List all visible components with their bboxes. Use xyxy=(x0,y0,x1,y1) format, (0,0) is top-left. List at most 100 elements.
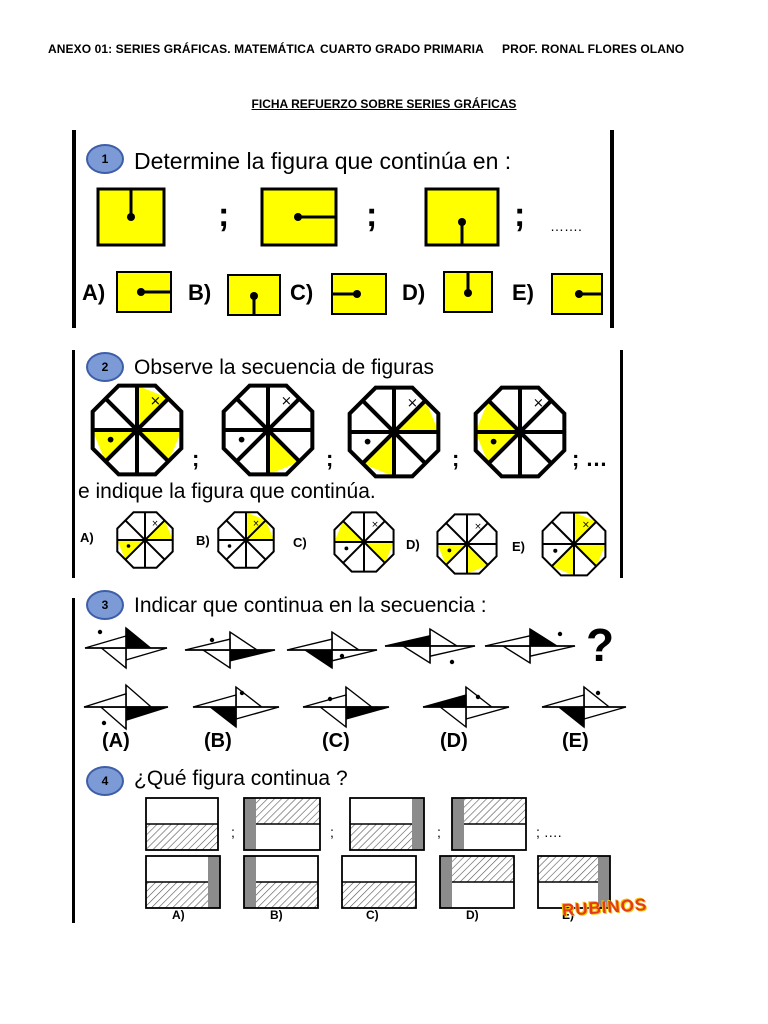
q1-separator-1: ; xyxy=(218,196,230,234)
svg-text:×: × xyxy=(253,518,260,528)
q4-option-a-label[interactable]: A) xyxy=(172,908,185,922)
q3-sequence-figure-3 xyxy=(286,630,378,670)
question-2-prompt: Observe la secuencia de figuras xyxy=(134,356,434,379)
q3-option-d-label[interactable]: (D) xyxy=(440,730,468,752)
q2-sequence-figure-2: × xyxy=(221,383,315,477)
frame-left-q2 xyxy=(72,350,75,578)
q1-ellipsis: ……. xyxy=(550,218,582,234)
q4-option-b-figure[interactable] xyxy=(243,855,319,909)
q4-sequence-figure-3 xyxy=(349,797,425,851)
q1-option-d-figure[interactable] xyxy=(443,271,493,313)
q2-option-d-label[interactable]: D) xyxy=(406,537,420,552)
svg-text:×: × xyxy=(582,520,590,531)
svg-text:×: × xyxy=(281,394,292,409)
q1-option-e-label[interactable]: E) xyxy=(512,280,534,305)
q3-question-mark: ? xyxy=(586,619,615,671)
q4-option-b-label[interactable]: B) xyxy=(270,908,283,922)
frame-left-q34 xyxy=(72,598,75,923)
question-number-4: 4 xyxy=(86,766,124,796)
q3-option-b-label[interactable]: (B) xyxy=(204,730,232,752)
question-2-figures: × × × × × × × × × xyxy=(90,383,607,577)
frame-right-q1 xyxy=(610,130,614,328)
q3-sequence-figure-4 xyxy=(384,627,476,665)
q2-option-a-label[interactable]: A) xyxy=(80,530,94,545)
q4-separator-2: ; xyxy=(330,824,334,840)
q1-sequence-figure-3 xyxy=(424,187,500,247)
question-number-1: 1 xyxy=(86,144,124,174)
q3-option-b-figure[interactable] xyxy=(192,685,280,729)
question-1-prompt: Determine la figura que continúa en : xyxy=(134,148,512,174)
frame-right-q2 xyxy=(620,350,623,578)
q1-separator-2: ; xyxy=(366,196,378,234)
q3-option-e-figure[interactable] xyxy=(541,685,627,729)
q3-option-d-figure[interactable] xyxy=(422,685,510,729)
q3-option-a-figure[interactable] xyxy=(83,683,169,731)
question-2-prompt-2: e indique la figura que continúa. xyxy=(78,480,376,503)
q4-option-d-figure[interactable] xyxy=(439,855,515,909)
q4-option-e-label[interactable]: E) xyxy=(562,908,574,922)
header-teacher: PROF. RONAL FLORES OLANO xyxy=(502,42,685,56)
q1-option-a-figure[interactable] xyxy=(116,271,172,313)
q4-option-c-figure[interactable] xyxy=(341,855,417,909)
q4-separator-3: ; xyxy=(437,824,441,840)
q2-separator-2: ; xyxy=(326,446,334,471)
svg-text:×: × xyxy=(152,518,159,528)
question-3-prompt: Indicar que continua en la secuencia : xyxy=(134,594,487,617)
q4-sequence-figure-1 xyxy=(145,797,219,851)
header-annex: ANEXO 01: SERIES GRÁFICAS. MATEMÁTICA xyxy=(48,42,315,56)
question-1-figures xyxy=(96,187,603,316)
q1-option-c-label[interactable]: C) xyxy=(290,280,314,305)
question-3-figures xyxy=(83,626,627,731)
question-number-2: 2 xyxy=(86,352,124,382)
svg-text:×: × xyxy=(533,396,544,411)
q3-sequence-figure-2 xyxy=(184,630,276,670)
q3-option-c-label[interactable]: (C) xyxy=(322,730,350,752)
q2-sequence-figure-1: × xyxy=(90,383,184,477)
q2-sequence-figure-3: × xyxy=(347,385,441,479)
svg-text:×: × xyxy=(407,396,418,411)
q2-sequence-end: ; … xyxy=(572,446,608,471)
q2-option-e-figure[interactable]: × xyxy=(541,511,607,577)
q1-separator-3: ; xyxy=(514,196,526,234)
q2-sequence-figure-4: × xyxy=(473,385,567,479)
q2-option-c-label[interactable]: C) xyxy=(293,535,307,550)
question-number-3: 3 xyxy=(86,590,124,620)
q3-option-a-label[interactable]: (A) xyxy=(102,730,130,752)
q1-option-e-figure[interactable] xyxy=(551,273,603,315)
q3-sequence-figure-5 xyxy=(484,627,576,665)
q4-separator-1: ; xyxy=(231,824,235,840)
q4-sequence-figure-2 xyxy=(243,797,321,851)
q3-option-c-figure[interactable] xyxy=(302,685,390,729)
q2-option-e-label[interactable]: E) xyxy=(512,539,525,554)
q1-option-a-label[interactable]: A) xyxy=(82,280,106,305)
q3-option-e-label[interactable]: (E) xyxy=(562,730,589,752)
q1-sequence-figure-1 xyxy=(96,187,166,247)
q2-option-b-label[interactable]: B) xyxy=(196,533,210,548)
q2-separator-1: ; xyxy=(192,446,200,471)
q4-sequence-end: ; …. xyxy=(536,824,562,840)
question-4-figures xyxy=(145,797,611,909)
q2-option-c-figure[interactable]: × xyxy=(333,511,395,573)
svg-text:×: × xyxy=(371,520,379,530)
q1-sequence-figure-2 xyxy=(260,187,338,247)
q4-sequence-figure-4 xyxy=(451,797,527,851)
q3-sequence-figure-1 xyxy=(84,626,168,670)
q4-option-d-label[interactable]: D) xyxy=(466,908,479,922)
q1-option-b-label[interactable]: B) xyxy=(188,280,212,305)
svg-text:×: × xyxy=(150,394,161,409)
question-4-prompt: ¿Qué figura continua ? xyxy=(134,767,348,790)
frame-left-q1 xyxy=(72,130,76,328)
q4-option-c-label[interactable]: C) xyxy=(366,908,379,922)
q2-option-a-figure[interactable]: × xyxy=(116,511,174,569)
q1-option-d-label[interactable]: D) xyxy=(402,280,426,305)
svg-text:×: × xyxy=(474,522,482,532)
q2-option-b-figure[interactable]: × xyxy=(217,511,275,569)
q2-separator-3: ; xyxy=(452,446,460,471)
q1-option-b-figure[interactable] xyxy=(227,274,281,316)
q2-option-d-figure[interactable]: × xyxy=(436,513,498,575)
header-grade: CUARTO GRADO PRIMARIA xyxy=(320,42,484,56)
q4-option-e-figure[interactable] xyxy=(537,855,611,909)
q1-option-c-figure[interactable] xyxy=(331,273,387,315)
sheet-title: FICHA REFUERZO SOBRE SERIES GRÁFICAS xyxy=(251,97,517,111)
q4-option-a-figure[interactable] xyxy=(145,855,221,909)
